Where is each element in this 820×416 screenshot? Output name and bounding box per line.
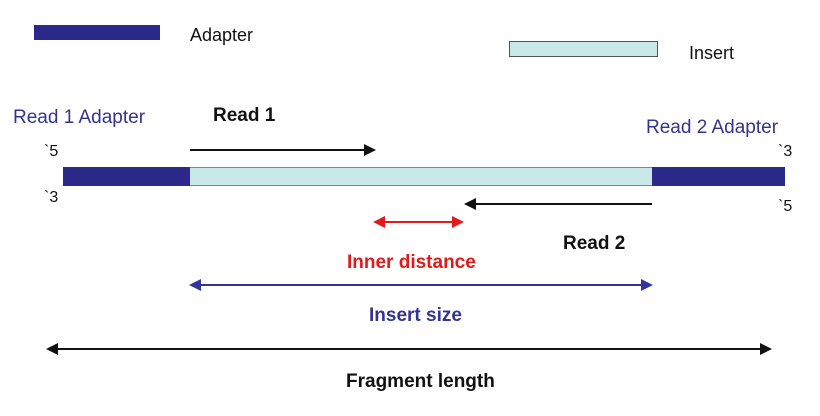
right-bottom-end-label: `5	[778, 198, 793, 215]
read1-adapter-label: Read 1 Adapter	[13, 107, 146, 128]
read1-label: Read 1	[213, 105, 276, 126]
fragment-length-label: Fragment length	[346, 371, 495, 392]
read2-adapter-label: Read 2 Adapter	[646, 117, 779, 138]
read1-arrow	[190, 144, 376, 156]
left-adapter-segment	[63, 167, 191, 186]
read2-label: Read 2	[563, 233, 626, 254]
fragment-length-arrow	[46, 343, 772, 355]
left-bottom-end-label: `3	[44, 189, 59, 206]
legend-adapter-swatch	[34, 25, 160, 40]
insert-size-label: Insert size	[369, 305, 462, 326]
legend-insert-swatch	[509, 41, 658, 57]
inner-distance-arrow	[373, 216, 464, 228]
insert-size-arrow	[189, 279, 653, 291]
legend-insert-label: Insert	[689, 43, 735, 63]
insert-segment	[190, 167, 653, 186]
left-top-end-label: `5	[44, 143, 59, 160]
legend-adapter-label: Adapter	[190, 25, 254, 45]
inner-distance-label: Inner distance	[347, 252, 476, 273]
read2-arrow	[464, 198, 652, 210]
right-top-end-label: `3	[778, 143, 793, 160]
right-adapter-segment	[652, 167, 785, 186]
